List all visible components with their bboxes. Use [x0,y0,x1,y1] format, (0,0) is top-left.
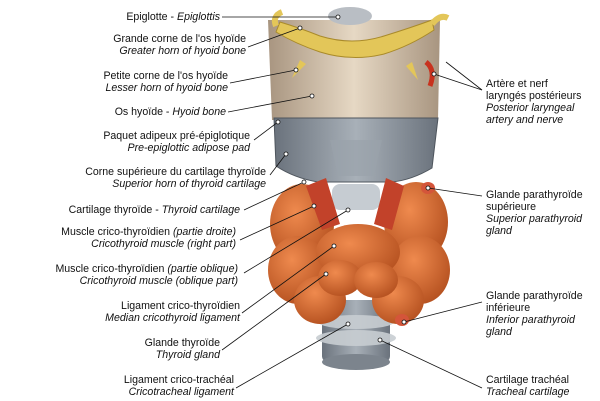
label-greater-horn: Grande corne de l'os hyoïde Greater horn… [113,33,246,57]
cricothyroid-muscle-right [374,178,404,230]
label-hyoid-bone: Os hyoïde - Hyoid bone [114,106,226,118]
laryngeal-artery [424,60,435,87]
label-epiglottis: Epiglotte - Epiglottis [126,11,220,23]
leader-lines [221,14,351,389]
label-cricothyroid-right: Muscle crico-thyroïdien (partie droite) … [61,226,236,250]
cricoid-cartilage [332,184,380,210]
label-tracheal-cartilage: Cartilage trachéal Tracheal cartilage [486,374,570,398]
label-cricothyroid-oblique: Muscle crico-thyroïdien (partie oblique)… [55,263,238,287]
label-thyroid-cartilage: Cartilage thyroïde - Thyroid cartilage [68,204,240,216]
label-inferior-parathyroid: Glande parathyroïde inférieure Inferior … [486,290,583,338]
epiglottis-shape [328,7,372,25]
label-lesser-horn: Petite corne de l'os hyoïde Lesser horn … [103,70,228,94]
label-posterior-laryngeal: Artère et nerf laryngés postérieurs Post… [486,78,582,126]
cricothyroid-muscle-left [306,178,340,230]
label-cricotracheal-ligament: Ligament crico-trachéal Cricotracheal li… [123,374,234,398]
hyoid-bone-shape [275,19,435,59]
label-superior-parathyroid: Glande parathyroïde supérieure Superior … [486,189,583,237]
label-median-ligament: Ligament crico-thyroïdien Median cricoth… [105,300,240,324]
label-superior-horn: Corne supérieure du cartilage thyroïde S… [85,166,266,190]
label-adipose-pad: Paquet adipeux pré-épiglotique Pre-epigl… [103,130,250,154]
label-thyroid-gland: Glande thyroïde Thyroid gland [144,337,220,361]
inferior-parathyroid-shape [395,314,409,326]
lesser-horn-shape [292,60,306,78]
